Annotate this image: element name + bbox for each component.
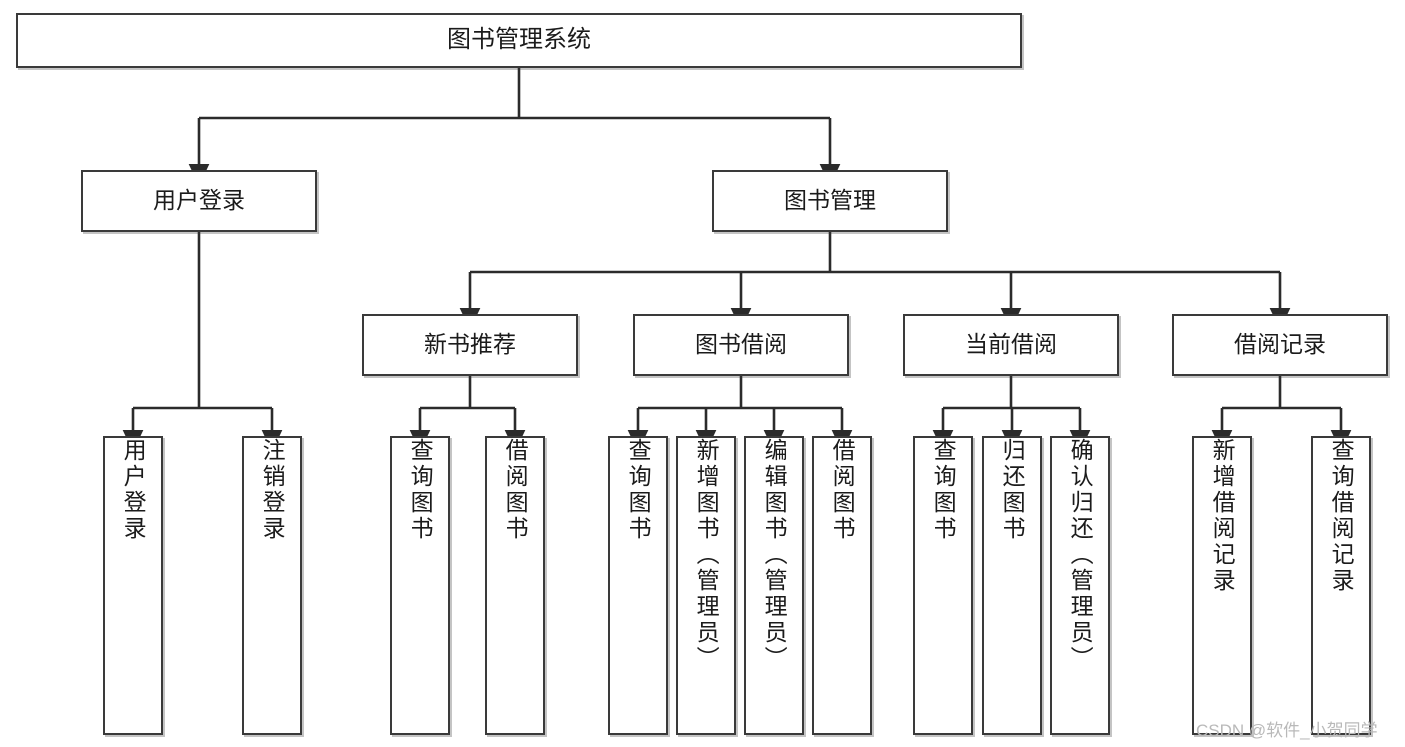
node-label: 新增借阅记录 [1209, 438, 1236, 594]
node-borrow-record[interactable]: 借阅记录 [1172, 314, 1388, 376]
node-label: 用户登录 [120, 438, 147, 542]
leaf-add-book-admin[interactable]: 新增图书（管理员） [676, 436, 736, 735]
node-new-book-recommend[interactable]: 新书推荐 [362, 314, 578, 376]
leaf-logout[interactable]: 注销登录 [242, 436, 302, 735]
node-label: 查询图书 [407, 438, 434, 542]
leaf-return-book[interactable]: 归还图书 [982, 436, 1042, 735]
node-label: 归还图书 [999, 438, 1026, 542]
leaf-borrow-book-recommend[interactable]: 借阅图书 [485, 436, 545, 735]
node-label: 注销登录 [259, 438, 286, 542]
node-book-management[interactable]: 图书管理 [712, 170, 948, 232]
node-label: 借阅图书 [502, 438, 529, 542]
node-label: 确认归还（管理员） [1067, 438, 1094, 672]
node-label: 图书借阅 [695, 331, 787, 358]
node-label: 新增图书（管理员） [693, 438, 720, 672]
node-label: 用户登录 [153, 187, 245, 214]
leaf-query-book-recommend[interactable]: 查询图书 [390, 436, 450, 735]
leaf-query-borrow-record[interactable]: 查询借阅记录 [1311, 436, 1371, 735]
node-label: 新书推荐 [424, 331, 516, 358]
node-label: 图书管理系统 [447, 26, 591, 54]
node-label: 借阅记录 [1234, 331, 1326, 358]
watermark: CSDN @软件_小贺同学 [1196, 721, 1378, 740]
node-user-login[interactable]: 用户登录 [81, 170, 317, 232]
node-current-borrow[interactable]: 当前借阅 [903, 314, 1119, 376]
node-label: 查询图书 [625, 438, 652, 542]
node-label: 查询图书 [930, 438, 957, 542]
node-root[interactable]: 图书管理系统 [16, 13, 1022, 68]
node-label: 图书管理 [784, 187, 876, 214]
leaf-edit-book-admin[interactable]: 编辑图书（管理员） [744, 436, 804, 735]
leaf-borrow-book[interactable]: 借阅图书 [812, 436, 872, 735]
leaf-confirm-return-admin[interactable]: 确认归还（管理员） [1050, 436, 1110, 735]
node-label: 查询借阅记录 [1328, 438, 1355, 594]
node-label: 当前借阅 [965, 331, 1057, 358]
leaf-add-borrow-record[interactable]: 新增借阅记录 [1192, 436, 1252, 735]
leaf-query-book-borrow[interactable]: 查询图书 [608, 436, 668, 735]
node-book-borrow[interactable]: 图书借阅 [633, 314, 849, 376]
leaf-query-book-current[interactable]: 查询图书 [913, 436, 973, 735]
node-label: 借阅图书 [829, 438, 856, 542]
leaf-user-login[interactable]: 用户登录 [103, 436, 163, 735]
node-label: 编辑图书（管理员） [761, 438, 788, 672]
